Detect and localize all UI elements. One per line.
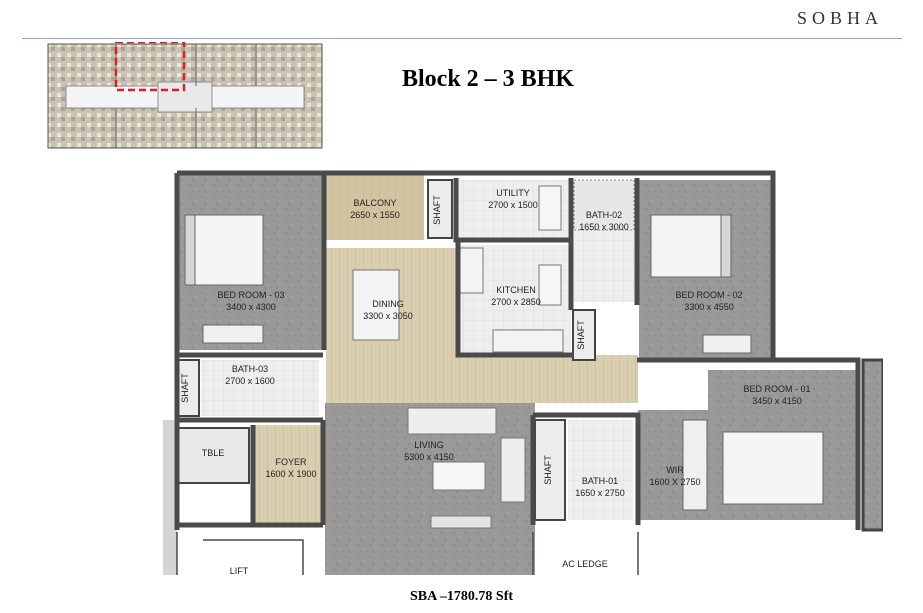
dining-label: DINING bbox=[372, 299, 404, 309]
foyer-size: 1600 X 1900 bbox=[265, 469, 316, 479]
utility-label: UTILITY bbox=[496, 188, 530, 198]
bath-01-floor bbox=[568, 420, 633, 520]
utility-size: 2700 x 1500 bbox=[488, 200, 538, 210]
keyplan-highlight bbox=[114, 40, 186, 92]
foyer-label: FOYER bbox=[275, 457, 307, 467]
lift-label: LIFT bbox=[230, 566, 249, 575]
bedroom-03-label: BED ROOM - 03 bbox=[217, 290, 284, 300]
balcony-label: BALCONY bbox=[353, 198, 396, 208]
shaft-4-label: SHAFT bbox=[543, 455, 553, 485]
key-plan bbox=[46, 40, 324, 150]
living-label: LIVING bbox=[414, 440, 444, 450]
ac-ledge-label: AC LEDGE bbox=[562, 559, 608, 569]
bedroom-02-size: 3300 x 4550 bbox=[684, 302, 734, 312]
shaft-3-label: SHAFT bbox=[180, 373, 190, 403]
bath-01-size: 1650 x 2750 bbox=[575, 488, 625, 498]
bedroom-01-size: 3450 x 4150 bbox=[752, 396, 802, 406]
kitchen-label: KITCHEN bbox=[496, 285, 536, 295]
floor-plan: BALCONY 2650 x 1550 SHAFT UTILITY 2700 x… bbox=[163, 170, 883, 575]
sba-area: SBA –1780.78 Sft bbox=[409, 589, 514, 604]
shaft-2-label: SHAFT bbox=[576, 320, 586, 350]
table-label: TBLE bbox=[202, 448, 225, 458]
kitchen-size: 2700 x 2850 bbox=[491, 297, 541, 307]
wir-label: WIR bbox=[666, 465, 684, 475]
bath-02-size: 1650 x 3000 bbox=[579, 222, 629, 232]
bath-01-label: BATH-01 bbox=[582, 476, 618, 486]
bedroom-02-label: BED ROOM - 02 bbox=[675, 290, 742, 300]
header-divider bbox=[22, 38, 902, 39]
living-size: 5300 x 4150 bbox=[404, 452, 454, 462]
bedroom-03-size: 3400 x 4300 bbox=[226, 302, 276, 312]
bath-03-label: BATH-03 bbox=[232, 364, 268, 374]
bath-02-label: BATH-02 bbox=[586, 210, 622, 220]
balcony-size: 2650 x 1550 bbox=[350, 210, 400, 220]
shaft-1-label: SHAFT bbox=[432, 195, 442, 225]
bath-03-size: 2700 x 1600 bbox=[225, 376, 275, 386]
dining-size: 3300 x 3050 bbox=[363, 311, 413, 321]
foyer-floor bbox=[255, 425, 323, 525]
page-title: Block 2 – 3 BHK bbox=[402, 66, 575, 92]
bedroom-01-label: BED ROOM - 01 bbox=[743, 384, 810, 394]
bath-03-floor bbox=[201, 360, 319, 416]
brand-logo: SOBHA bbox=[796, 8, 883, 28]
wir-size: 1600 X 2750 bbox=[649, 477, 700, 487]
